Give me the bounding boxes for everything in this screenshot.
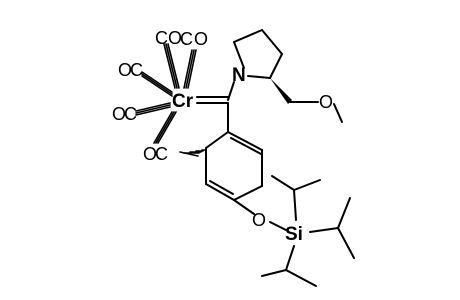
silyl-ether-group: O Si bbox=[233, 199, 303, 245]
nitrogen-label: N bbox=[232, 65, 246, 86]
chromium-carbene-double-bond bbox=[196, 96, 229, 104]
isopropyl-top bbox=[271, 175, 321, 221]
carbonyl-carbon-label: C bbox=[124, 104, 137, 124]
isopropyl-bottom bbox=[261, 245, 317, 287]
chromium-label: Cr bbox=[172, 91, 194, 112]
carbonyl-oxygen-label: O bbox=[168, 28, 182, 48]
carbonyl-oxygen-label: O bbox=[194, 29, 208, 49]
silicon-label: Si bbox=[285, 224, 303, 245]
methyl-hashed-wedge bbox=[179, 149, 206, 157]
carbonyl-ligand-top-right: C O bbox=[180, 29, 208, 89]
silyl-oxygen-label: O bbox=[252, 210, 266, 230]
isopropyl-right bbox=[309, 197, 355, 259]
carbonyl-carbon-label: C bbox=[155, 144, 168, 164]
carbonyl-carbon-label: C bbox=[180, 29, 193, 49]
chromium-center: Cr bbox=[172, 91, 194, 112]
cyclohexadiene-ring bbox=[205, 102, 263, 201]
carbene-to-nitrogen-bond bbox=[227, 81, 235, 101]
pyrrolidine-ring: N bbox=[232, 29, 283, 86]
carbonyl-oxygen-label: O bbox=[112, 104, 126, 124]
carbonyl-oxygen-label: O bbox=[143, 144, 157, 164]
carbonyl-oxygen-label: O bbox=[118, 60, 132, 80]
carbonyl-ligand-bottom: O C bbox=[143, 111, 177, 164]
carbonyl-carbon-label: C bbox=[155, 28, 168, 48]
carbonyl-carbon-label: C bbox=[130, 60, 143, 80]
carbonyl-ligand-left: O C bbox=[118, 60, 173, 97]
methoxymethyl-substituent: O bbox=[270, 78, 343, 123]
carbonyl-ligand-top-left: C O bbox=[155, 28, 182, 89]
ether-oxygen-label: O bbox=[319, 92, 333, 112]
carbonyl-ligand-lower-left: O C bbox=[112, 102, 171, 124]
